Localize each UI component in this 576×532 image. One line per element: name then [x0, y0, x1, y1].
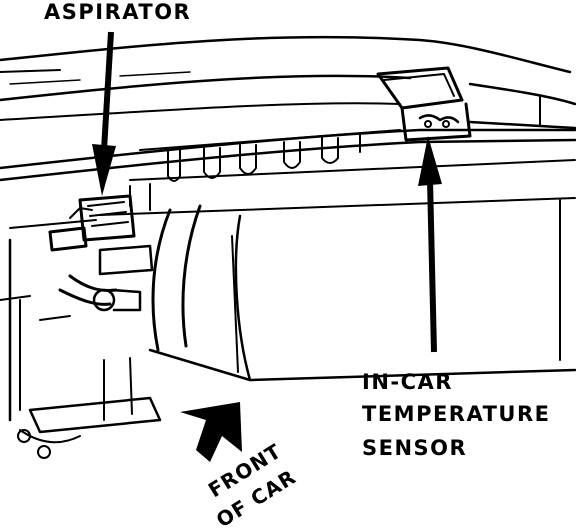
sensor-housing — [376, 66, 472, 142]
aspirator-arrow — [92, 31, 116, 196]
sensor-arrow — [418, 136, 442, 353]
lower-structure — [0, 199, 576, 459]
sensor-label-line-3: SENSOR — [362, 436, 467, 460]
aspirator-label: ASPIRATOR — [44, 0, 191, 24]
vent-louvers — [129, 133, 361, 211]
dash-pad — [0, 35, 576, 130]
duct-hoses — [58, 204, 202, 352]
dash-trim — [0, 128, 576, 229]
aspirator-assembly — [48, 194, 136, 252]
front-of-car-arrow — [180, 402, 242, 462]
sensor-label-line-2: TEMPERATURE — [362, 402, 551, 426]
sensor-label-line-1: IN-CAR — [362, 370, 453, 394]
